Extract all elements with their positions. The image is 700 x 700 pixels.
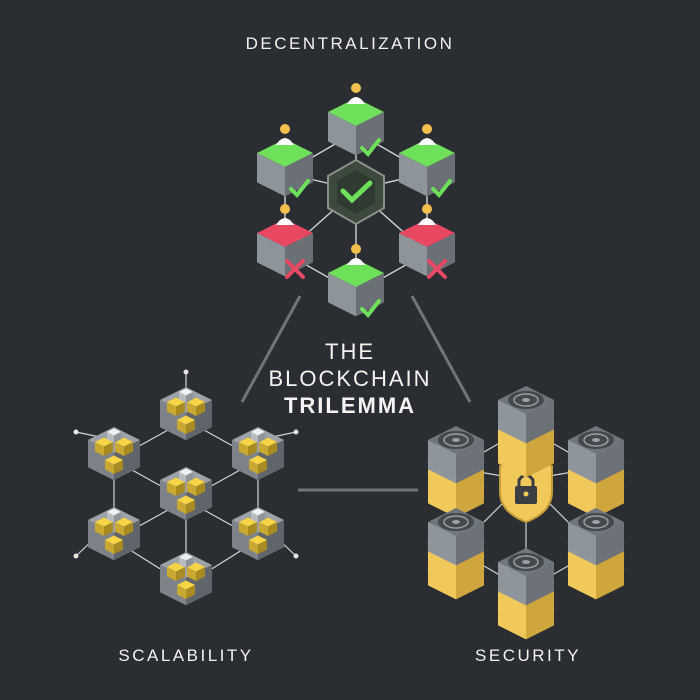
scalability-cube — [160, 467, 212, 521]
decentralization-network — [257, 83, 455, 319]
check-icon — [360, 299, 381, 319]
scalability-cube — [88, 507, 140, 561]
security-label: SECURITY — [475, 646, 581, 665]
rejected-node — [257, 204, 313, 279]
scalability-cube — [160, 552, 212, 606]
server-stack — [497, 548, 555, 640]
server-stack — [497, 386, 555, 478]
person-icon — [422, 124, 432, 134]
scalability-label: SCALABILITY — [118, 646, 254, 665]
check-icon — [289, 179, 310, 199]
cross-icon — [427, 259, 447, 279]
title-line-3: TRILEMMA — [283, 393, 417, 418]
approved-node — [257, 124, 313, 199]
central-check-icon — [340, 180, 373, 204]
trilemma-connectors — [240, 295, 472, 492]
connector-right — [410, 295, 472, 403]
title-line-2: BLOCKCHAIN — [268, 366, 432, 391]
security-network — [427, 386, 625, 640]
check-icon — [360, 138, 381, 158]
connector-left — [240, 295, 302, 403]
approved-node — [328, 244, 384, 319]
diagram-title: THE BLOCKCHAIN TRILEMMA — [235, 338, 465, 419]
scalability-cube — [88, 427, 140, 481]
approved-node — [399, 124, 455, 199]
scalability-network — [73, 369, 299, 606]
person-icon — [422, 204, 432, 214]
server-stack — [567, 508, 625, 600]
person-icon — [280, 124, 290, 134]
server-stack — [427, 508, 485, 600]
check-icon — [431, 179, 452, 199]
cross-icon — [285, 259, 305, 279]
person-icon — [351, 244, 361, 254]
scalability-cube — [232, 427, 284, 481]
person-icon — [351, 83, 361, 93]
title-line-1: THE — [325, 339, 375, 364]
scalability-cube — [160, 387, 212, 441]
server-stack — [427, 426, 485, 518]
scalability-cube — [232, 507, 284, 561]
person-icon — [280, 204, 290, 214]
approved-node — [328, 83, 384, 158]
decentralization-label: DECENTRALIZATION — [245, 34, 455, 53]
rejected-node — [399, 204, 455, 279]
server-stack — [567, 426, 625, 518]
